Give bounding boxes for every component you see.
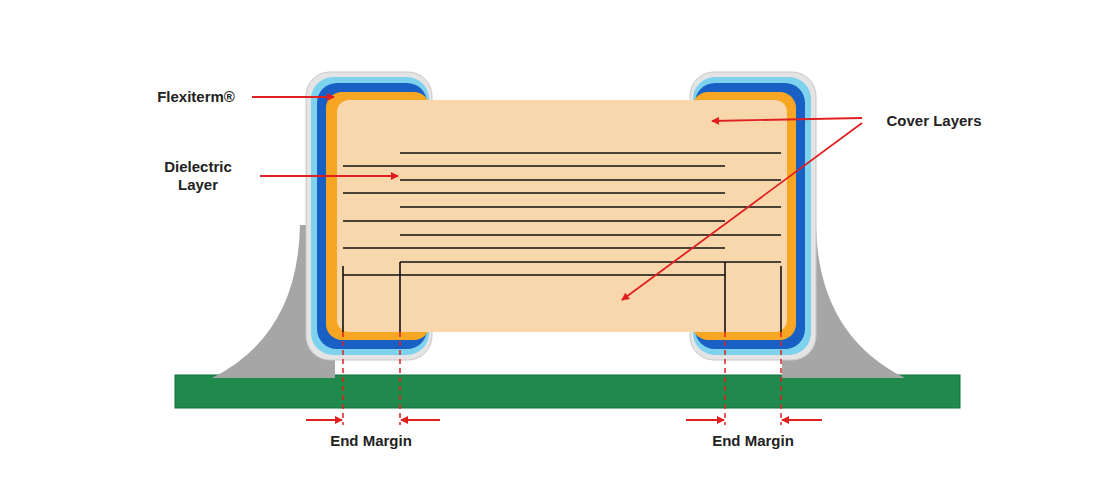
margin-edge — [342, 266, 344, 332]
end-margin-guides — [343, 332, 781, 425]
part-label: Cover Layers — [864, 112, 1004, 130]
electrode-layer — [400, 206, 781, 208]
electrode-layer — [400, 179, 781, 181]
part-label: Flexiterm® — [126, 88, 266, 106]
electrodes — [343, 153, 781, 332]
electrode-layer — [343, 247, 725, 249]
pcb — [175, 375, 960, 408]
electrode-layer — [400, 234, 781, 236]
electrode-layer — [400, 261, 781, 263]
margin-edge — [780, 266, 782, 332]
margin-edge — [724, 262, 726, 332]
electrode-layer — [343, 165, 725, 167]
dimension-label: End Margin — [683, 432, 823, 450]
part-label: Dielectric Layer — [143, 158, 253, 194]
electrode-layer — [400, 152, 781, 154]
margin-edge — [399, 262, 401, 332]
ceramic-body — [337, 100, 787, 332]
electrode-layer — [343, 220, 725, 222]
electrode-layer — [343, 192, 725, 194]
dimension-label: End Margin — [301, 432, 441, 450]
leader-arrows — [252, 97, 862, 420]
